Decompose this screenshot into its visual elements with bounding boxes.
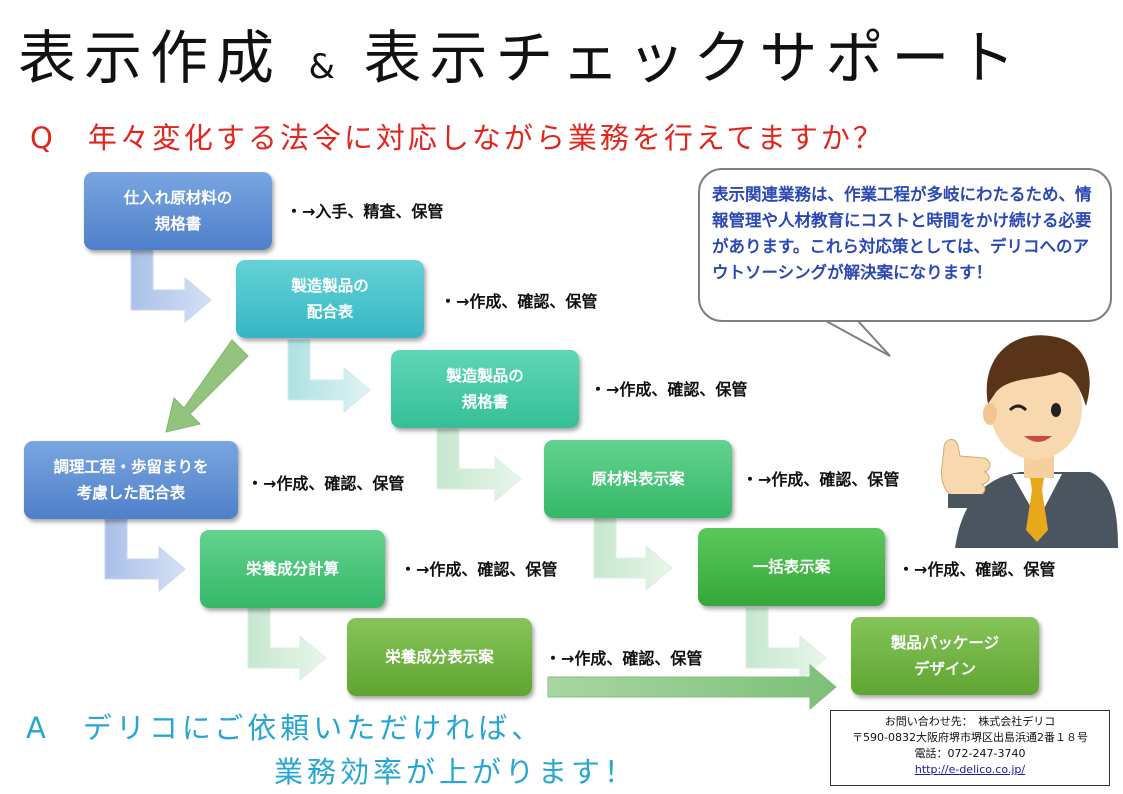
flow-box-label: 仕入れ原材料の 規格書	[123, 189, 233, 233]
title-part1: 表示作成	[18, 24, 283, 92]
flow-box-label: 製品パッケージ デザイン	[890, 634, 1000, 678]
contact-box: お問い合わせ先： 株式会社デリコ 〒590-0832大阪府堺市堺区出島浜通2番１…	[830, 710, 1110, 786]
flow-note: ・→作成、確認、保管	[898, 560, 1056, 579]
flow-box-label: 調理工程・歩留まりを 考慮した配合表	[53, 458, 209, 502]
bend-arrow-icon	[130, 249, 212, 324]
contact-url-link[interactable]: http://e-delico.co.jp/	[914, 763, 1026, 776]
question-text: Q 年々変化する法令に対応しながら業務を行えてますか？	[30, 121, 885, 155]
flow-note: ・→作成、確認、保管	[247, 474, 405, 493]
flow-box-product-spec: 製造製品の 規格書	[391, 350, 579, 428]
speech-bubble	[698, 168, 1112, 322]
contact-phone: 電話：072-247-3740	[914, 747, 1026, 760]
businessman-thumbs-up-illustration	[941, 335, 1118, 548]
flow-box-package-design: 製品パッケージ デザイン	[851, 617, 1039, 695]
bend-arrow-icon	[287, 339, 371, 414]
bend-arrow-icon	[104, 518, 186, 593]
answer-line1: A デリコにご依頼いただければ、	[26, 711, 545, 745]
flow-box-label: 一括表示案	[752, 558, 831, 576]
flow-note: ・→作成、確認、保管	[400, 560, 558, 579]
flow-box-label: 栄養成分計算	[245, 560, 339, 578]
speech-bubble-text: 表示関連業務は、作業工程が多岐にわたるため、情報管理や人材教育にコストと時間をか…	[712, 185, 1092, 282]
bend-arrow-icon	[247, 607, 327, 682]
answer-line2: 業務効率が上がります！	[274, 755, 638, 789]
long-arrow-icon	[547, 663, 837, 711]
answer-text: A デリコにご依頼いただければ、 業務効率が上がります！	[26, 706, 637, 794]
flow-box-label: 製造製品の 規格書	[446, 367, 524, 411]
flow-box-raw-material-spec: 仕入れ原材料の 規格書	[84, 172, 272, 250]
flow-note: ・→作成、確認、保管	[545, 649, 703, 668]
flow-note: ・→作成、確認、保管	[440, 292, 598, 311]
bend-arrow-icon	[745, 607, 827, 682]
flow-note: ・→入手、精査、保管	[286, 202, 444, 221]
flow-note: ・→作成、確認、保管	[590, 380, 748, 399]
contact-company: お問い合わせ先： 株式会社デリコ	[884, 715, 1056, 728]
bend-arrow-icon	[436, 428, 522, 503]
flow-box-nutrition-calc: 栄養成分計算	[200, 530, 385, 608]
flow-box-product-formula: 製造製品の 配合表	[236, 260, 424, 338]
flow-box-nutrition-label: 栄養成分表示案	[347, 618, 532, 696]
flow-box-cooking-formula: 調理工程・歩留まりを 考慮した配合表	[24, 441, 238, 519]
diagonal-arrow-icon	[165, 339, 249, 433]
contact-address: 〒590-0832大阪府堺市堺区出島浜通2番１８号	[852, 731, 1088, 744]
flow-box-label: 栄養成分表示案	[385, 648, 494, 666]
title-ampersand: &	[308, 47, 337, 87]
flow-box-label: 原材料表示案	[591, 470, 685, 488]
flow-note: ・→作成、確認、保管	[742, 470, 900, 489]
bend-arrow-icon	[593, 517, 673, 592]
flow-box-ingredient-label: 原材料表示案	[544, 440, 732, 518]
flow-box-label: 製造製品の 配合表	[291, 277, 369, 321]
title-part2: 表示チェックサポート	[363, 24, 1024, 92]
page-title: 表示作成 & 表示チェックサポート	[18, 18, 1023, 98]
flow-box-bulk-label: 一括表示案	[698, 528, 885, 606]
